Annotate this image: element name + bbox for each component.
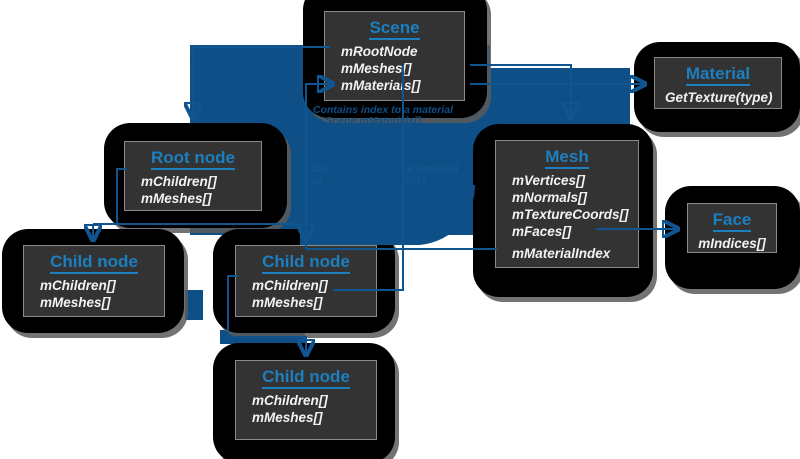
- node-mesh[interactable]: Mesh mVertices[] mNormals[] mTextureCoor…: [495, 140, 639, 268]
- node-face-title: Face: [712, 210, 752, 232]
- node-child-node-middle[interactable]: Child node mChildren[] mMeshes[]: [235, 245, 377, 317]
- annotation-material-index-note: Contains index to a material in Scene.mM…: [313, 105, 453, 127]
- ghost-note-mask-lower: [300, 185, 475, 245]
- node-child-node-middle-fields: mChildren[] mMeshes[]: [246, 277, 366, 311]
- node-child-node-left[interactable]: Child node mChildren[] mMeshes[]: [23, 245, 165, 317]
- annotation-line-2: in Scene.mMaterials[]: [313, 115, 421, 127]
- field-root-mchildren: mChildren[]: [141, 174, 217, 189]
- field-childl-mmeshes: mMeshes[]: [40, 295, 111, 310]
- node-mesh-title: Mesh: [545, 147, 589, 169]
- node-child-node-bottom-title: Child node: [262, 367, 350, 389]
- field-gettexture: GetTexture(type): [665, 90, 773, 105]
- field-childb-mchildren: mChildren[]: [252, 393, 328, 408]
- field-mnormals: mNormals[]: [512, 190, 588, 205]
- field-childb-mmeshes: mMeshes[]: [252, 410, 323, 425]
- field-childl-mchildren: mChildren[]: [40, 278, 116, 293]
- node-material[interactable]: Material GetTexture(type): [654, 57, 782, 109]
- backdrop-blue-tab-mid: [185, 290, 203, 320]
- node-material-fields: GetTexture(type): [665, 89, 773, 106]
- field-mfaces: mFaces[]: [512, 224, 572, 239]
- field-root-mmeshes: mMeshes[]: [141, 191, 212, 206]
- field-childm-mchildren: mChildren[]: [252, 278, 328, 293]
- node-child-node-middle-title: Child node: [262, 252, 350, 274]
- field-mmaterialindex: mMaterialIndex: [512, 246, 611, 261]
- node-root-node-fields: mChildren[] mMeshes[]: [135, 173, 251, 207]
- node-face-fields: mIndices[]: [698, 235, 766, 252]
- node-face[interactable]: Face mIndices[]: [687, 203, 777, 253]
- node-child-node-bottom-fields: mChildren[] mMeshes[]: [246, 392, 366, 426]
- node-mesh-fields: mVertices[] mNormals[] mTextureCoords[] …: [506, 172, 629, 262]
- node-root-node[interactable]: Root node mChildren[] mMeshes[]: [124, 141, 262, 211]
- node-scene-title: Scene: [369, 18, 420, 40]
- field-mtexturecoords: mTextureCoords[]: [512, 207, 629, 222]
- field-mmeshes: mMeshes[]: [341, 61, 412, 76]
- node-child-node-left-fields: mChildren[] mMeshes[]: [34, 277, 154, 311]
- node-root-node-title: Root node: [150, 148, 236, 170]
- field-mrootnode: mRootNode: [341, 44, 418, 59]
- field-mvertices: mVertices[]: [512, 173, 586, 188]
- field-childm-mmeshes: mMeshes[]: [252, 295, 323, 310]
- node-child-node-left-title: Child node: [50, 252, 138, 274]
- node-scene-fields: mRootNode mMeshes[] mMaterials[]: [335, 43, 454, 94]
- node-scene[interactable]: Scene mRootNode mMeshes[] mMaterials[]: [324, 11, 465, 101]
- node-material-title: Material: [685, 64, 751, 86]
- field-mmaterials: mMaterials[]: [341, 78, 421, 93]
- node-child-node-bottom[interactable]: Child node mChildren[] mMeshes[]: [235, 360, 377, 440]
- field-mindices: mIndices[]: [698, 236, 766, 251]
